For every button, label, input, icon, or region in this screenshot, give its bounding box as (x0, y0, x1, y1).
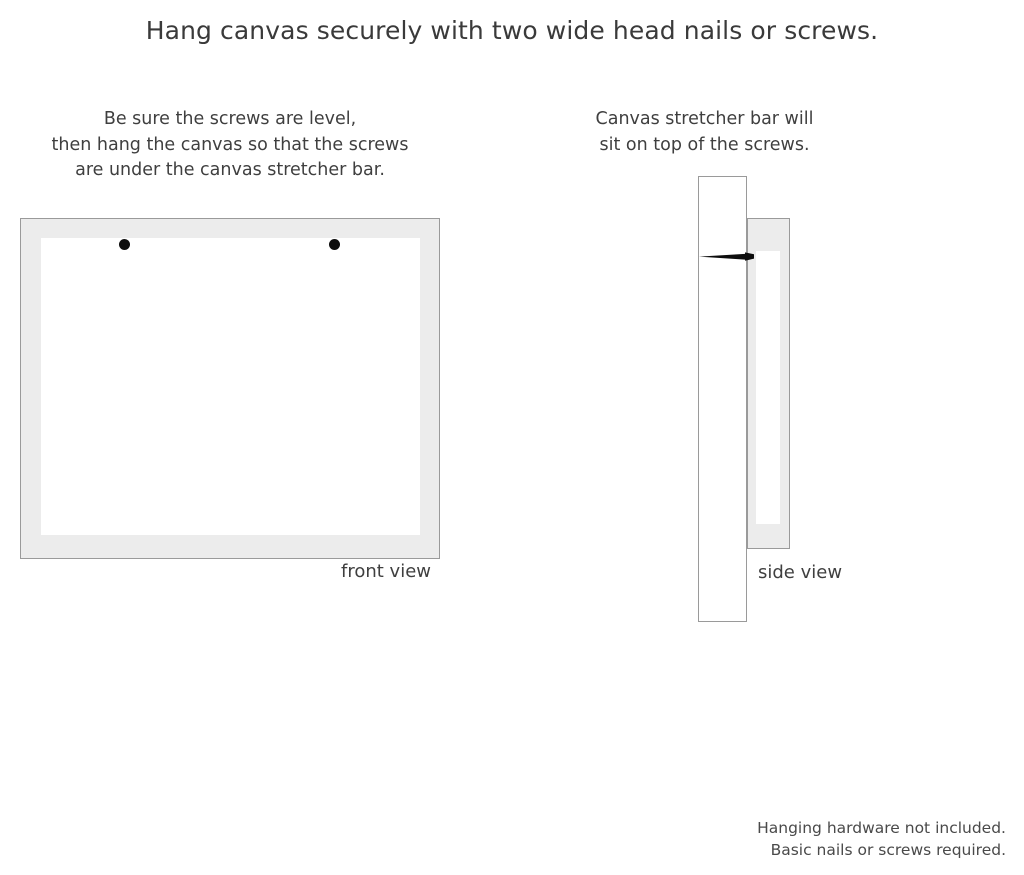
footnote-line-1: Hanging hardware not included. (757, 819, 1006, 837)
front-view-label: front view (341, 561, 431, 582)
canvas-inner-panel-front (41, 238, 420, 535)
page-title: Hang canvas securely with two wide head … (145, 16, 879, 45)
wall-plate (698, 176, 747, 622)
front-view-caption-line-1: Be sure the screws are level, (103, 109, 357, 129)
screw-head-left-icon (119, 239, 130, 250)
canvas-stretcher-bar-side (747, 218, 790, 549)
footnote-line-2: Basic nails or screws required. (770, 841, 1006, 859)
footnote: Hanging hardware not included. Basic nai… (757, 817, 1006, 861)
front-view-caption-line-3: are under the canvas stretcher bar. (75, 160, 385, 180)
canvas-inner-panel-side (756, 251, 780, 524)
front-view-caption: Be sure the screws are level, then hang … (20, 107, 440, 184)
side-view-label: side view (758, 562, 843, 583)
front-view-diagram (20, 218, 440, 559)
side-view-diagram (698, 176, 792, 624)
side-view-caption: Canvas stretcher bar will sit on top of … (575, 107, 834, 158)
side-view-caption-line-2: sit on top of the screws. (599, 134, 810, 155)
side-view-caption-line-1: Canvas stretcher bar will (595, 109, 814, 129)
screw-head-right-icon (329, 239, 340, 250)
screw-side-icon (699, 252, 754, 261)
front-view-caption-line-2: then hang the canvas so that the screws (51, 134, 409, 155)
